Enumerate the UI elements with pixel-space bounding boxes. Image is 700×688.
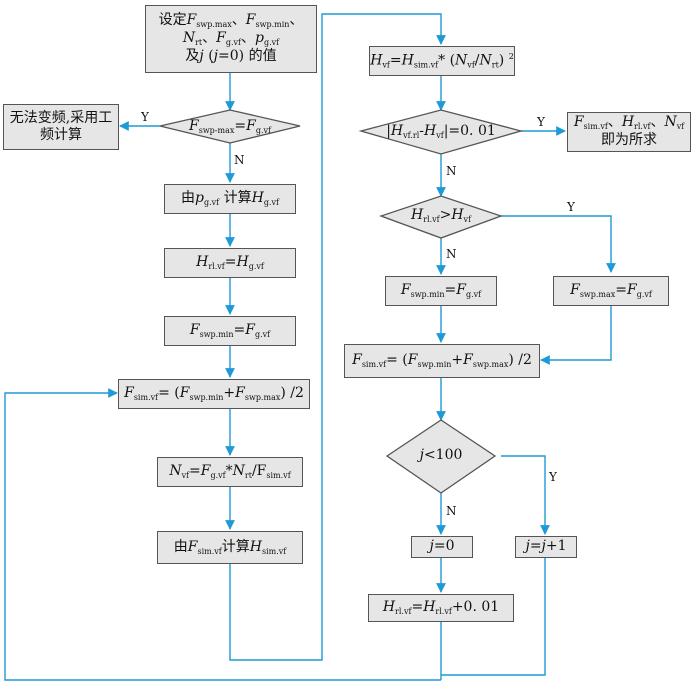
decision-2: |Hvf.rl-Hvf|=0. 01 [378,120,504,144]
init-box: 设定Fswp.max、Fswp.min、 Nrt、Fg.vf、pg.vf 及j … [145,5,317,73]
label-cond1-no: N [234,153,245,167]
set-fmin-box: Fswp.min=Fg.vf [164,316,296,346]
label-cond4-yes: Y [549,470,557,484]
label-cond2-yes: Y [537,115,545,129]
fmin-right-label: Fswp.min=Fg.vf [400,282,482,299]
result-box: Fsim.vf、Hrl.vf、Nvf 即为所求 [567,112,691,152]
decision-2-label: |Hvf.rl-Hvf|=0. 01 [386,123,496,140]
decision-1: Fswp-max=Fg.vf [180,114,280,140]
result-line1: Fsim.vf、Hrl.vf、Nvf [573,114,685,132]
decision-2-shape [358,109,524,155]
label-cond3-no: N [446,247,457,261]
set-hrl-label: Hrl.vf=Hg.vf [196,254,264,271]
sim-right-box: Fsim.vf= (Fswp.min+Fswp.max) /2 [344,344,540,378]
result-line2: 即为所求 [601,132,657,149]
decision-1-shape [159,109,301,144]
j-reset-label: j=0 [429,538,455,555]
edge-cond4-yes [501,455,550,535]
calc-hsim-box: 由Fsim.vf计算Hsim.vf [157,531,303,564]
decision-3-shape [379,195,503,239]
edge-fmax-to-sim-right [540,306,612,365]
calc-hg-box: 由pg.vf 计算Hg.vf [164,184,296,214]
j-increment-label: j=j+1 [525,538,567,555]
init-line1: 设定Fswp.max、Fswp.min、 [158,12,304,30]
set-hrl-box: Hrl.vf=Hg.vf [164,248,296,278]
power-frequency-label: 无法变频,采用工频计算 [9,109,113,144]
power-frequency-box: 无法变频,采用工频计算 [3,104,119,150]
j-increment-box: j=j+1 [515,536,577,558]
calc-hsim-label: 由Fsim.vf计算Hsim.vf [173,538,287,556]
sim-left-label: Fsim.vf= (Fswp.min+Fswp.max) /2 [124,385,304,402]
decision-3: Hrl.vf>Hvf [401,205,481,227]
hvf-box: Hvf=Hsim.vf* (Nvf/Nrt) 2 [369,46,515,76]
sim-right-label: Fsim.vf= (Fswp.min+Fswp.max) /2 [352,352,532,369]
label-cond3-yes: Y [567,200,575,214]
decision-4-shape [385,419,497,494]
decision-4: j<100 [401,444,481,468]
nvf-label: Nvf=Fg.vf*Nrt/Fsim.vf [169,463,291,480]
nvf-box: Nvf=Fg.vf*Nrt/Fsim.vf [157,457,303,487]
edge-jinc-to-merge [441,558,546,676]
hvf-label: Hvf=Hsim.vf* (Nvf/Nrt) 2 [370,51,514,70]
decision-4-label: j<100 [419,447,463,464]
calc-hg-label: 由pg.vf 计算Hg.vf [181,190,279,207]
label-cond2-no: N [446,164,457,178]
fmax-right-box: Fswp.max=Fg.vf [553,276,669,306]
edge-cond3-yes [501,215,616,273]
j-reset-box: j=0 [411,536,473,558]
fmax-right-label: Fswp.max=Fg.vf [570,282,652,299]
hrl-increment-label: Hrl.vf=Hrl.vf+0. 01 [382,599,500,616]
label-cond1-yes: Y [141,110,149,124]
edge-loop-back [4,388,441,681]
decision-1-label: Fswp-max=Fg.vf [189,118,271,135]
set-fmin-label: Fswp.min=Fg.vf [189,322,271,339]
init-line3: 及j (j=0) 的值 [185,48,277,65]
fmin-right-box: Fswp.min=Fg.vf [385,276,497,306]
edge-hsim-to-hvf [229,13,446,661]
label-cond4-no: N [446,504,457,518]
hrl-increment-box: Hrl.vf=Hrl.vf+0. 01 [368,594,514,622]
decision-3-label: Hrl.vf>Hvf [410,207,472,224]
sim-left-box: Fsim.vf= (Fswp.min+Fswp.max) /2 [118,379,310,409]
init-line2: Nrt、Fg.vf、pg.vf [182,30,280,48]
